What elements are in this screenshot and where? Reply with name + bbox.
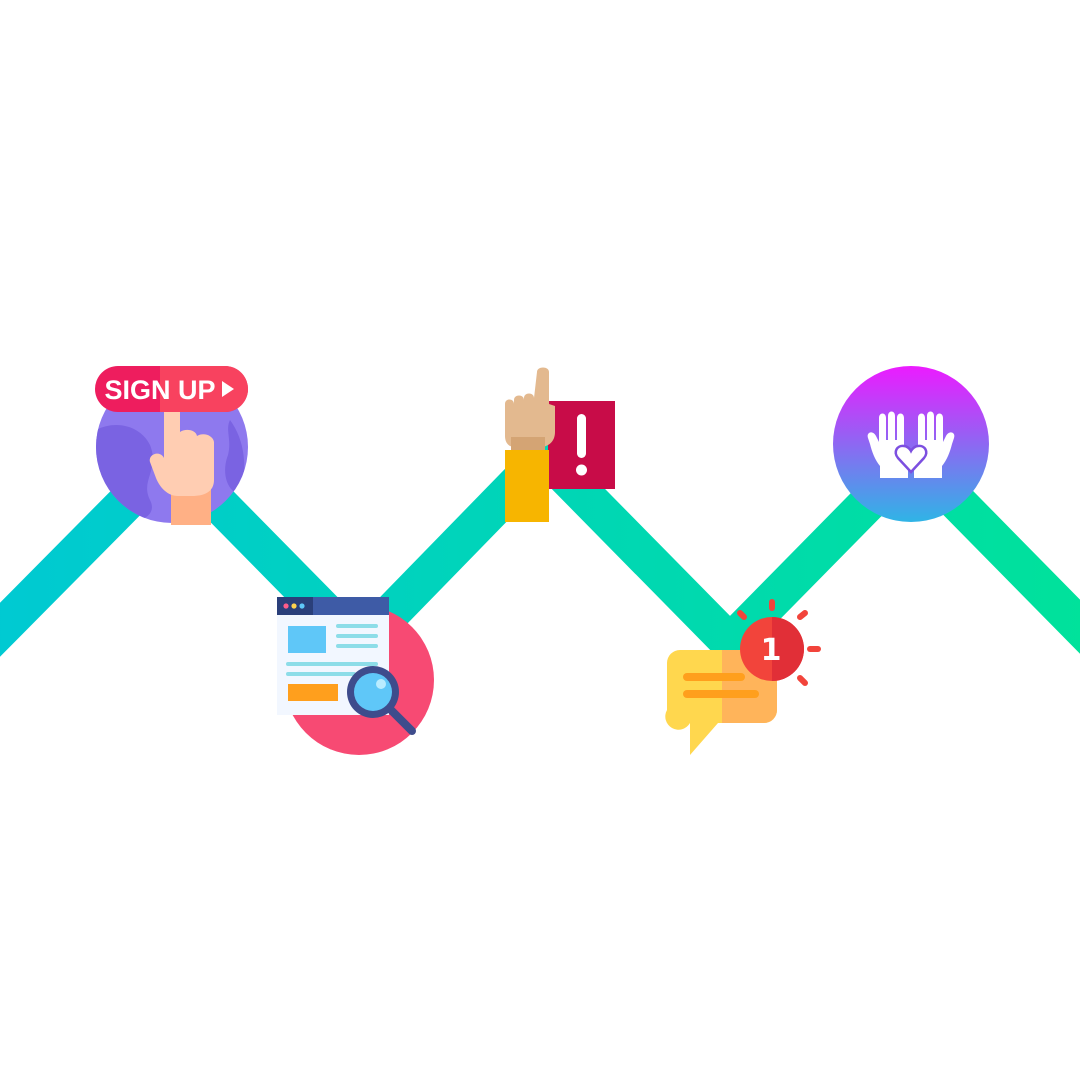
chat-bubble-notification-icon: 1	[665, 599, 821, 755]
open-hands-heart-icon	[833, 366, 989, 522]
play-arrow-icon	[222, 381, 234, 397]
notification-badge-count: 1	[761, 633, 782, 668]
globe-signup-hand-icon: SIGN UP	[95, 366, 248, 525]
heart-icon	[894, 444, 928, 474]
hands-shape	[867, 411, 955, 478]
raised-hand-exclamation-icon	[505, 367, 615, 522]
web-page-magnifier-icon	[277, 597, 434, 755]
signup-button-label: SIGN UP	[104, 375, 215, 405]
